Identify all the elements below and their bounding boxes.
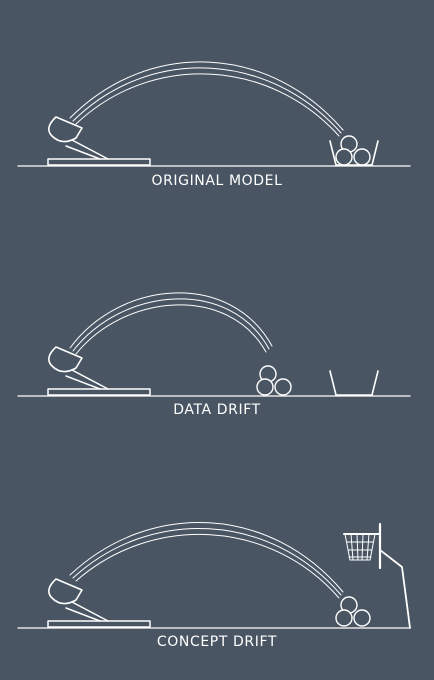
bucket-icon	[329, 140, 379, 166]
arc-trajectory-icon	[69, 292, 273, 355]
catapult-icon	[47, 116, 151, 166]
balls-icon	[335, 135, 371, 166]
bucket-icon	[329, 370, 379, 396]
caption-concept-drift: CONCEPT DRIFT	[156, 634, 278, 650]
catapult-icon	[47, 578, 151, 628]
scene-data-drift	[17, 292, 411, 397]
catapult-icon	[47, 346, 151, 396]
balls-icon	[256, 365, 292, 396]
scene-original-model	[17, 61, 411, 167]
balls-icon	[335, 596, 371, 627]
scene-concept-drift	[17, 521, 411, 629]
caption-original-model: ORIGINAL MODEL	[151, 173, 283, 189]
arc-trajectory-icon	[69, 61, 344, 137]
arc-trajectory-icon	[69, 521, 344, 599]
caption-data-drift: DATA DRIFT	[173, 402, 261, 418]
basketball-hoop-icon	[343, 522, 411, 629]
